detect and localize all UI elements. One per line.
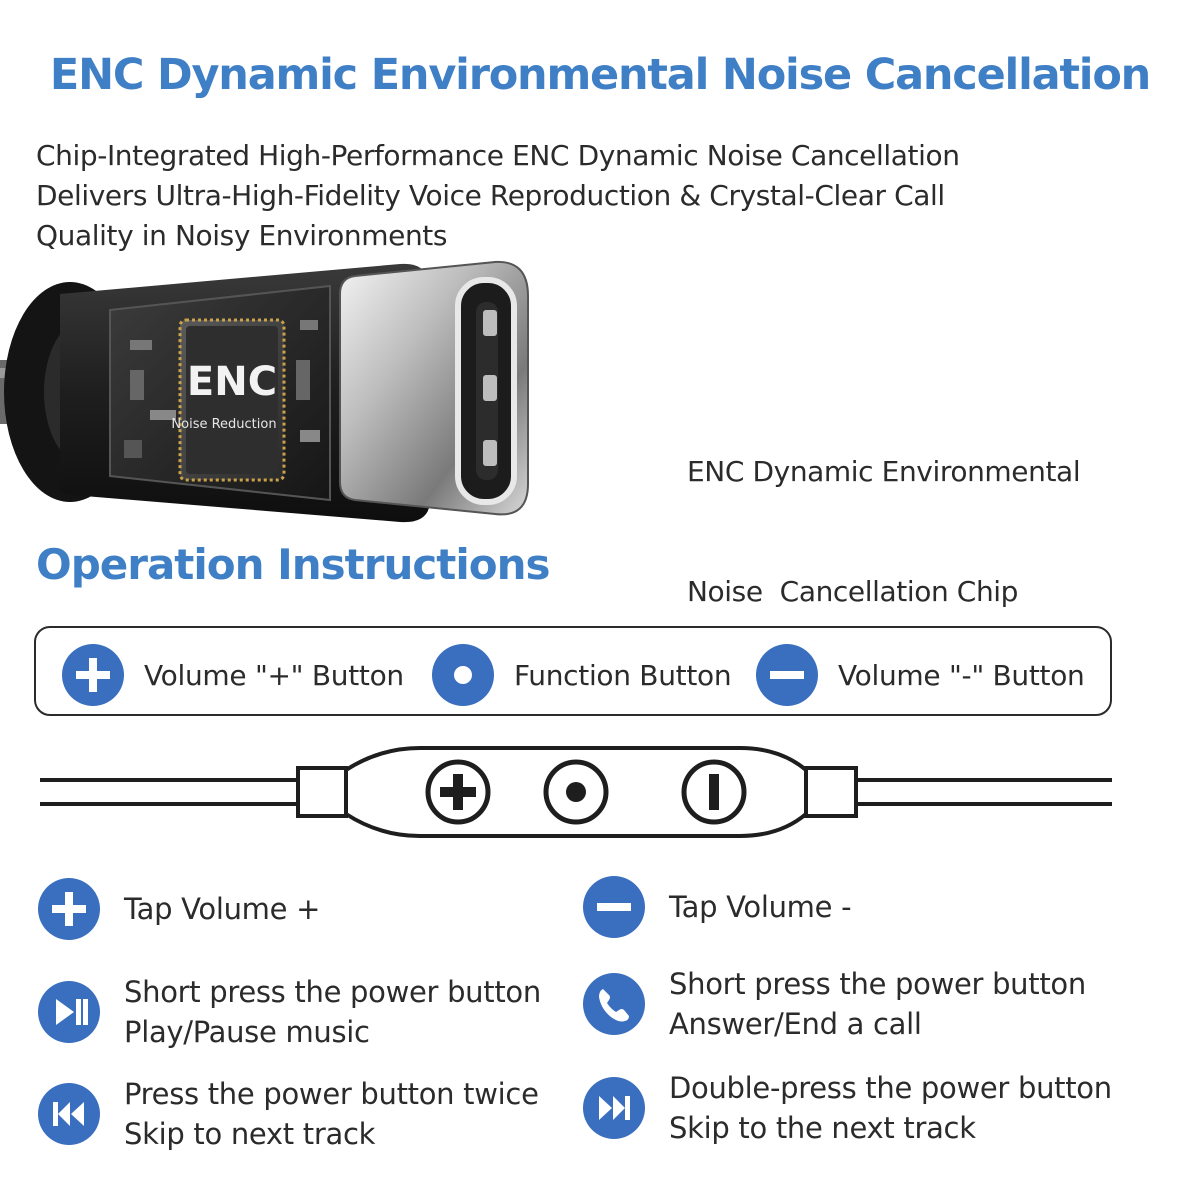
instruction-line: Answer/End a call [669,1007,922,1041]
minus-icon [756,644,818,706]
instruction-play-pause: Short press the power button Play/Pause … [38,972,541,1052]
function-dot-icon [432,644,494,706]
instruction-previous-track-text: Press the power button twice Skip to nex… [124,1074,539,1154]
minus-icon [583,876,645,938]
instruction-line: Press the power button twice [124,1077,539,1111]
chip-caption: ENC Dynamic Environmental Noise Cancella… [687,372,1167,652]
remote-function-icon [543,759,609,825]
instruction-volume-up: Tap Volume + [38,878,320,940]
instruction-call: Short press the power button Answer/End … [583,964,1086,1044]
phone-icon [583,973,645,1035]
intro-line-3: Quality in Noisy Environments [36,219,448,252]
remote-plus-icon [425,759,491,825]
plus-icon [62,644,124,706]
instruction-call-text: Short press the power button Answer/End … [669,964,1086,1044]
button-legend: Volume "+" Button Function Button Volume… [34,626,1112,716]
legend-function: Function Button [432,644,732,706]
intro-description: Chip-Integrated High-Performance ENC Dyn… [36,136,1036,256]
next-track-icon [583,1077,645,1139]
instruction-line: Tap Volume + [124,892,321,926]
instruction-line: Tap Volume - [669,890,852,924]
plus-icon [38,878,100,940]
instruction-next-track-text: Double-press the power button Skip to th… [669,1068,1112,1148]
section-title: Operation Instructions [36,540,550,589]
legend-volume-down-label: Volume "-" Button [838,658,1085,692]
legend-volume-up-label: Volume "+" Button [144,658,404,692]
instruction-volume-down-text: Tap Volume - [669,887,852,927]
instruction-play-pause-text: Short press the power button Play/Pause … [124,972,541,1052]
page-title: ENC Dynamic Environmental Noise Cancella… [49,50,1151,100]
intro-line-2: Delivers Ultra-High-Fidelity Voice Repro… [36,179,945,212]
instruction-volume-down: Tap Volume - [583,876,852,938]
instruction-line: Skip to next track [124,1117,376,1151]
legend-volume-up: Volume "+" Button [62,644,404,706]
instruction-volume-up-text: Tap Volume + [124,889,320,929]
chip-caption-line-2: Noise Cancellation Chip [687,575,1019,608]
instruction-line: Skip to the next track [669,1111,976,1145]
chip-subtitle: Noise Reduction [171,417,276,432]
instruction-next-track: Double-press the power button Skip to th… [583,1068,1112,1148]
instruction-line: Play/Pause music [124,1015,370,1049]
legend-function-label: Function Button [514,658,732,692]
legend-volume-down: Volume "-" Button [756,644,1085,706]
remote-minus-icon [681,759,747,825]
remote-control-diagram [40,746,1112,838]
usb-c-connector-illustration: ENC Noise Reduction [0,260,529,523]
intro-line-1: Chip-Integrated High-Performance ENC Dyn… [36,139,960,172]
chip-logo: ENC [187,359,277,405]
instruction-line: Short press the power button [124,975,541,1009]
play-pause-icon [38,981,100,1043]
instruction-line: Short press the power button [669,967,1086,1001]
chip-caption-line-1: ENC Dynamic Environmental [687,455,1081,488]
instruction-previous-track: Press the power button twice Skip to nex… [38,1074,539,1154]
instruction-line: Double-press the power button [669,1071,1112,1105]
previous-track-icon [38,1083,100,1145]
